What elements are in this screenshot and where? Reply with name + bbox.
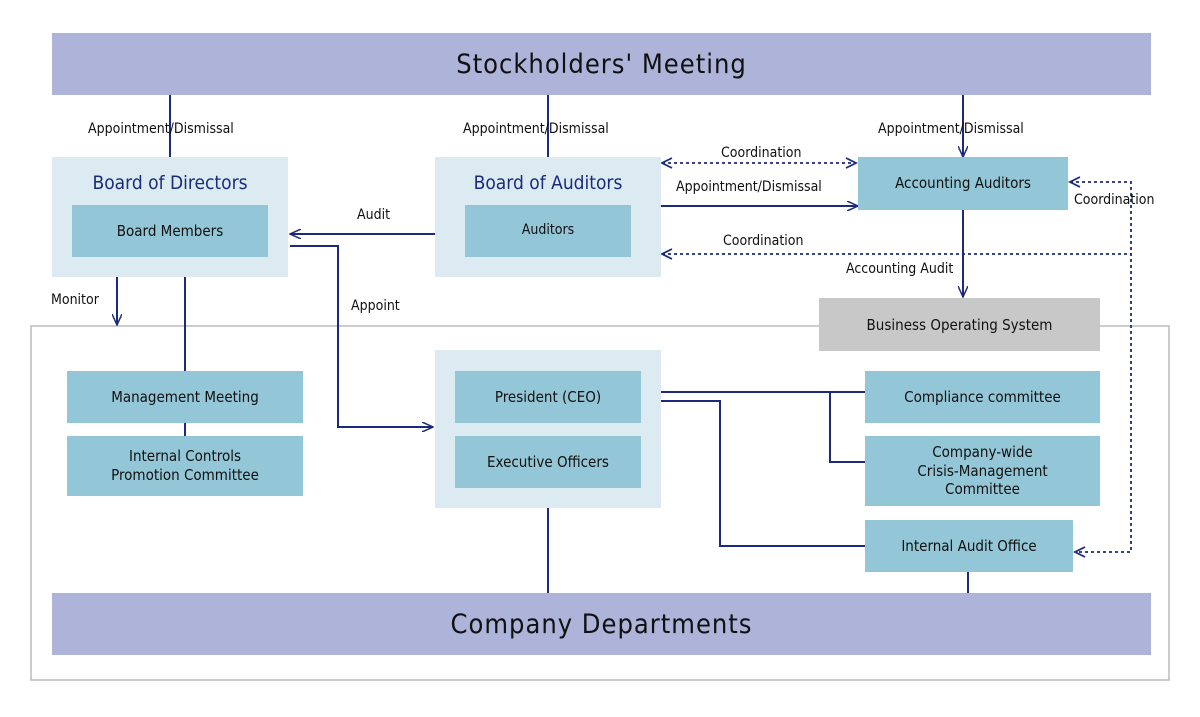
company-boundary bbox=[30, 325, 1170, 681]
president-box: President (CEO) bbox=[455, 371, 641, 423]
crisis-management-committee-box: Company-wide Crisis-Management Committee bbox=[865, 436, 1100, 506]
executive-officers-box: Executive Officers bbox=[455, 436, 641, 488]
business-operating-system-box: Business Operating System bbox=[819, 298, 1100, 351]
compliance-committee-box: Compliance committee bbox=[865, 371, 1100, 423]
accounting-auditors-box: Accounting Auditors bbox=[858, 157, 1068, 210]
management-meeting-box: Management Meeting bbox=[67, 371, 303, 423]
label-coordination-top: Coordination bbox=[721, 145, 802, 161]
auditors-box: Auditors bbox=[465, 205, 631, 257]
board-members-box: Board Members bbox=[72, 205, 268, 257]
appoint-line bbox=[290, 245, 433, 427]
label-coordination-middle: Coordination bbox=[723, 233, 804, 249]
president-crisis-line bbox=[829, 392, 865, 463]
board-of-auditors-title: Board of Auditors bbox=[473, 172, 623, 194]
label-coordination-right: Coordination bbox=[1074, 192, 1155, 208]
board-of-directors-title: Board of Directors bbox=[92, 172, 248, 194]
label-appointment-dismissal-accounting: Appointment/Dismissal bbox=[878, 121, 1024, 137]
president-internal-audit-line bbox=[641, 400, 865, 547]
label-appointment-dismissal-middle: Appointment/Dismissal bbox=[676, 179, 822, 195]
internal-controls-committee-box: Internal Controls Promotion Committee bbox=[67, 436, 303, 496]
label-monitor: Monitor bbox=[51, 292, 99, 308]
label-appointment-dismissal-auditors: Appointment/Dismissal bbox=[463, 121, 609, 137]
label-accounting-audit: Accounting Audit bbox=[846, 261, 954, 277]
coordination-right-line bbox=[1070, 181, 1132, 553]
label-appointment-dismissal-directors: Appointment/Dismissal bbox=[88, 121, 234, 137]
label-audit: Audit bbox=[357, 207, 391, 223]
company-departments-footer: Company Departments bbox=[52, 593, 1151, 655]
internal-audit-office-box: Internal Audit Office bbox=[865, 520, 1073, 572]
label-appoint: Appoint bbox=[351, 298, 400, 314]
stockholders-meeting-header: Stockholders' Meeting bbox=[52, 33, 1151, 95]
